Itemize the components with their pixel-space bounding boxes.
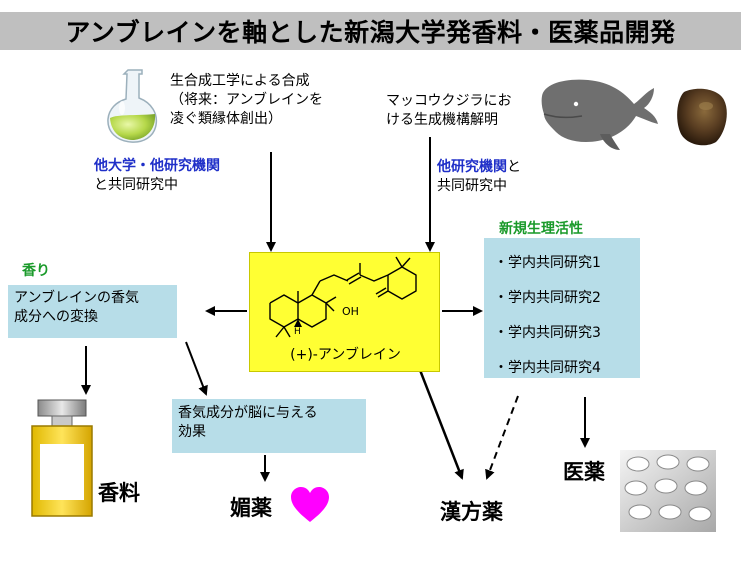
outcome-kampo: 漢方薬 <box>440 500 503 524</box>
physiology-item-3: ・学内共同研究3 <box>494 325 601 341</box>
page-title: アンブレインを軸とした新潟大学発香料・医薬品開発 <box>65 18 676 47</box>
synthesis-collaboration: 他大学・他研究機関 と共同研究中 <box>94 157 220 195</box>
physiology-item-1: ・学内共同研究1 <box>494 255 601 271</box>
physiology-research-box: ・学内共同研究1 ・学内共同研究2 ・学内共同研究3 ・学内共同研究4 <box>484 238 640 378</box>
ambrein-compound-label: (+)-アンブレイン <box>290 347 401 363</box>
whale-collab-org: 他研究機関 <box>437 159 507 175</box>
physiology-item-2: ・学内共同研究2 <box>494 290 601 306</box>
perfume-bottle-icon <box>31 399 93 517</box>
physiology-item-4: ・学内共同研究4 <box>494 360 601 376</box>
brain-box-line-1: 香気成分が脳に与える <box>178 405 318 421</box>
synthesis-collab-text: と共同研究中 <box>94 177 178 193</box>
outcome-aphrodisiac: 媚薬 <box>230 496 272 520</box>
outcome-medicine: 医薬 <box>563 460 605 484</box>
ambergris-icon <box>677 88 727 146</box>
fragrance-box-line-2: 成分への変換 <box>14 309 98 325</box>
heart-icon <box>291 487 329 522</box>
brain-effect-box: 香気成分が脳に与える 効果 <box>172 399 366 453</box>
flask-icon <box>107 69 158 143</box>
ambrein-h-label: H <box>294 327 301 337</box>
ambrein-oh-label: OH <box>342 305 359 318</box>
whale-collaboration: 他研究機関と 共同研究中 <box>437 158 521 196</box>
sperm-whale-icon <box>541 79 658 150</box>
whale-line-2: ける生成機構解明 <box>386 112 498 128</box>
synthesis-description: 生合成工学による合成 （将来：アンブレインを 凌ぐ類縁体創出） <box>170 72 323 129</box>
fragrance-heading: 香り <box>22 263 50 279</box>
fragrance-conversion-box: アンブレインの香気 成分への変換 <box>8 285 177 338</box>
title-bar: アンブレインを軸とした新潟大学発香料・医薬品開発 <box>0 12 741 50</box>
arrow-physiology-to-kampo-dashed <box>485 395 519 480</box>
fragrance-box-line-1: アンブレインの香気 <box>14 290 140 306</box>
ambrein-structure-icon <box>269 256 417 338</box>
arrow-center-to-kampo <box>418 369 464 480</box>
whale-collab-suffix: と <box>507 159 521 175</box>
outcome-perfume: 香料 <box>98 481 140 505</box>
whale-line-1: マッコウクジラにお <box>386 93 512 109</box>
pill-blister-pack-icon <box>620 450 716 532</box>
synthesis-line-2: （将来：アンブレインを <box>170 92 324 108</box>
synthesis-line-1: 生合成工学による合成 <box>170 73 310 89</box>
ambrein-structure-box: OH H (+)-アンブレイン <box>249 252 440 372</box>
arrow-fragrance-to-brain <box>185 341 208 396</box>
physiology-heading: 新規生理活性 <box>499 221 583 237</box>
brain-box-line-2: 効果 <box>178 424 206 440</box>
whale-description: マッコウクジラにお ける生成機構解明 <box>386 92 511 130</box>
synthesis-collab-org: 他大学・他研究機関 <box>94 158 220 174</box>
whale-collab-text: 共同研究中 <box>437 178 507 194</box>
synthesis-line-3: 凌ぐ類縁体創出） <box>170 111 282 127</box>
